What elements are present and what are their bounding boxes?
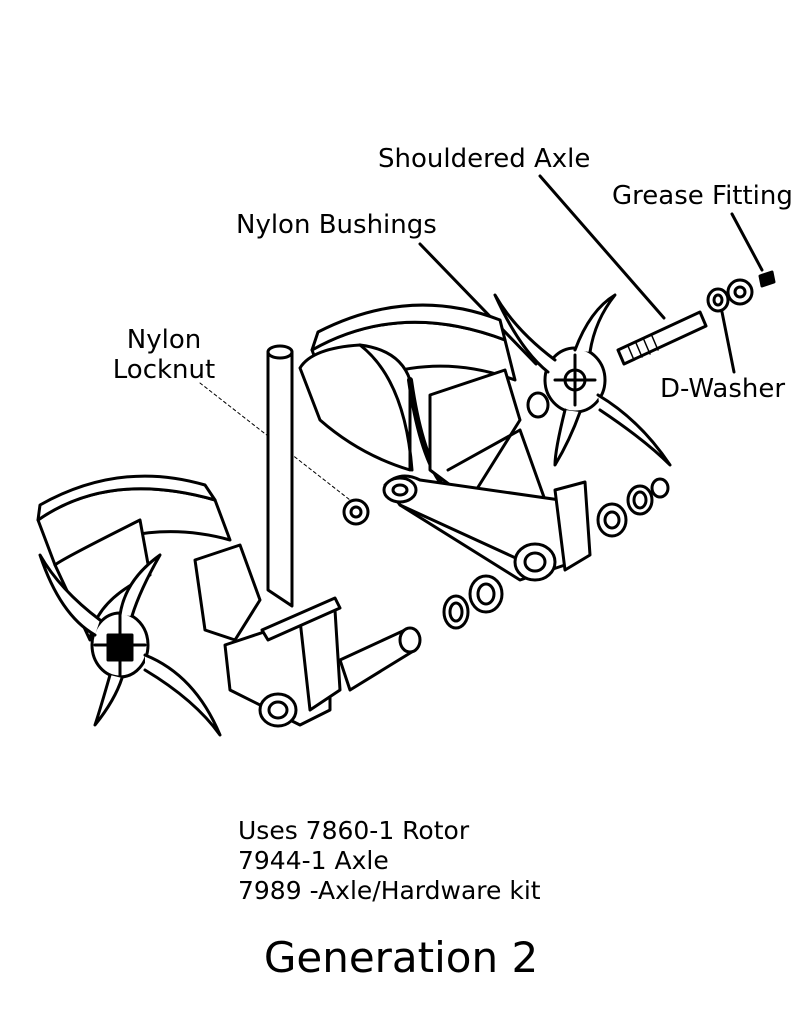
upright-post xyxy=(266,344,294,608)
leader-nylon-locknut xyxy=(199,382,351,501)
label-grease-fitting: Grease Fitting xyxy=(612,181,793,211)
label-nylon-locknut-line1: Nylon xyxy=(126,325,202,355)
note-line-rotor: Uses 7860-1 Rotor xyxy=(238,816,470,845)
note-line-axle: 7944-1 Axle xyxy=(238,846,389,875)
label-shouldered-axle: Shouldered Axle xyxy=(378,144,591,174)
nylon-locknut-part xyxy=(342,498,370,526)
note-line-kit: 7989 -Axle/Hardware kit xyxy=(238,876,541,905)
left-rotor xyxy=(38,553,222,737)
leader-nylon-bushings xyxy=(418,242,538,366)
shouldered-axle-part xyxy=(616,310,708,366)
diagram-title: Generation 2 xyxy=(263,933,539,982)
d-washer-part xyxy=(706,278,754,313)
label-nylon-locknut: Nylon Locknut xyxy=(104,325,224,385)
right-housing xyxy=(298,303,592,582)
right-bushings xyxy=(442,391,670,630)
label-d-washer: D-Washer xyxy=(660,374,786,404)
leader-d-washer xyxy=(720,310,736,374)
leader-grease-fitting xyxy=(730,212,764,272)
grease-fitting-part xyxy=(758,270,776,288)
label-nylon-bushings: Nylon Bushings xyxy=(236,210,437,240)
part-numbers-note: Uses 7860-1 Rotor 7944-1 Axle 7989 -Axle… xyxy=(238,816,541,906)
leader-shouldered-axle xyxy=(538,174,666,320)
label-nylon-locknut-line2: Locknut xyxy=(112,355,216,385)
right-rotor xyxy=(493,293,672,467)
